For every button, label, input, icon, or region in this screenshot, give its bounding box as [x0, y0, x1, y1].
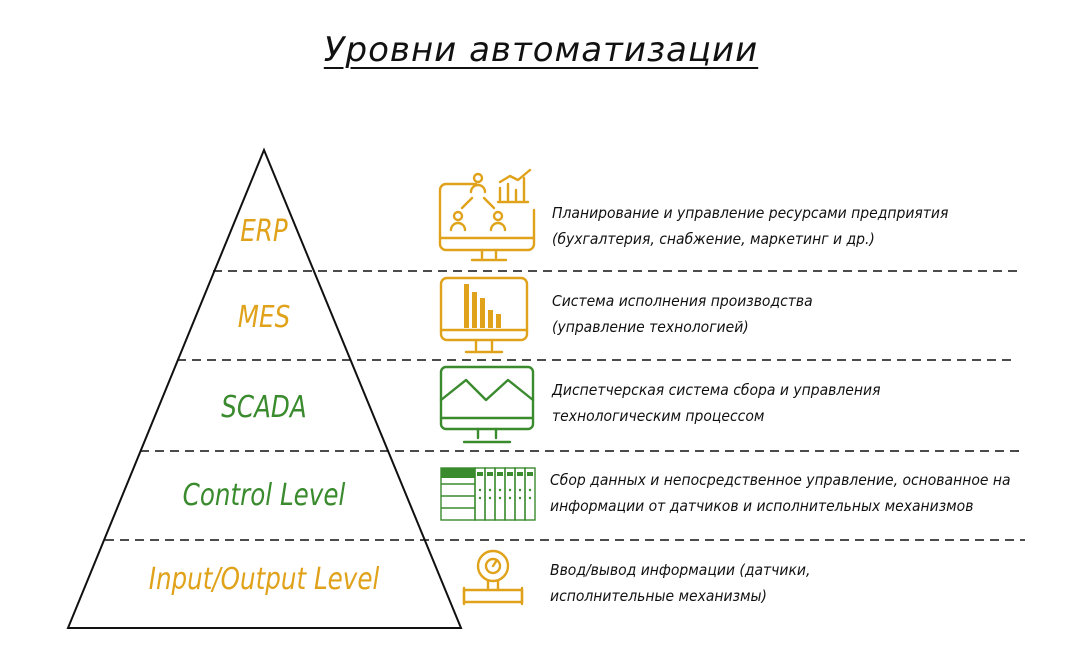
network-chart-monitor-icon	[438, 168, 536, 262]
description-line: информации от датчиков и исполнительных …	[550, 497, 974, 515]
level-description-scada: Диспетчерская система сбора и управления…	[552, 377, 880, 429]
description-line: исполнительные механизмы)	[550, 587, 767, 605]
line-graph-monitor-icon	[439, 365, 535, 444]
description-line: Диспетчерская система сбора и управления	[552, 381, 881, 399]
sensor-gauge-icon	[462, 549, 524, 606]
level-description-control: Сбор данных и непосредственное управлени…	[550, 467, 1011, 519]
description-line: (управление технологией)	[552, 318, 749, 336]
pyramid-outline	[66, 147, 463, 629]
level-label-control: Control Level	[182, 478, 346, 513]
page-title: Уровни автоматизации	[323, 30, 759, 70]
level-description-erp: Планирование и управление ресурсами пред…	[552, 200, 948, 252]
description-line: Сбор данных и непосредственное управлени…	[550, 471, 1011, 489]
plc-module-icon	[440, 467, 536, 521]
level-label-io: Input/Output Level	[148, 562, 380, 597]
bar-chart-monitor-icon	[439, 276, 529, 354]
description-line: Система исполнения производства	[552, 292, 813, 310]
description-line: (бухгалтерия, снабжение, маркетинг и др.…	[552, 230, 875, 248]
description-line: Планирование и управление ресурсами пред…	[552, 204, 949, 222]
level-label-mes: MES	[237, 300, 291, 335]
description-line: Ввод/вывод информации (датчики,	[550, 561, 811, 579]
level-description-io: Ввод/вывод информации (датчики, исполнит…	[550, 557, 810, 609]
description-line: технологическим процессом	[552, 407, 765, 425]
level-label-erp: ERP	[240, 214, 288, 249]
level-description-mes: Система исполнения производства (управле…	[552, 288, 813, 340]
level-label-scada: SCADA	[221, 390, 307, 425]
